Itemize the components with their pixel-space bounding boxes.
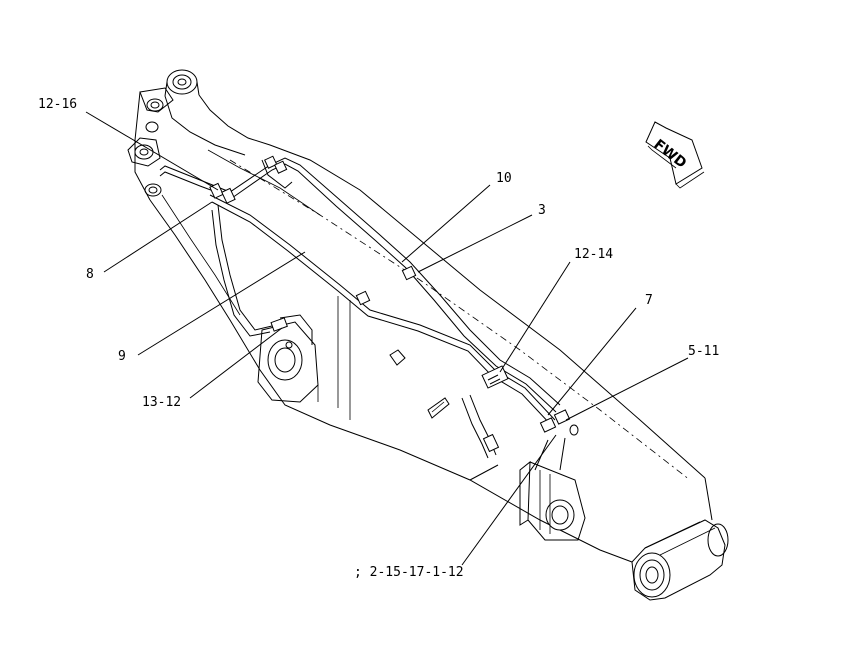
fittings — [209, 155, 579, 453]
callout-5-11: 5-11 — [688, 344, 719, 359]
callout-12-16: 12-16 — [38, 97, 77, 112]
callout-10: 10 — [496, 171, 512, 186]
hydraulic-lines — [159, 157, 566, 481]
callout-13-12: 13-12 — [142, 395, 181, 410]
callout-8: 8 — [86, 267, 94, 282]
callout-2-15-17-1-12: ; 2-15-17-1-12 — [354, 565, 464, 580]
forward-arrow-icon: FWD — [645, 121, 705, 189]
callout-12-14: 12-14 — [574, 247, 613, 262]
callout-7: 7 — [645, 293, 653, 308]
callout-9: 9 — [118, 349, 126, 364]
callout-3: 3 — [538, 203, 546, 218]
callout-leaders — [85, 111, 689, 566]
callout-labels: 12-16 8 9 13-12 10 3 12-14 7 5-11 ; 2-15… — [38, 97, 719, 580]
